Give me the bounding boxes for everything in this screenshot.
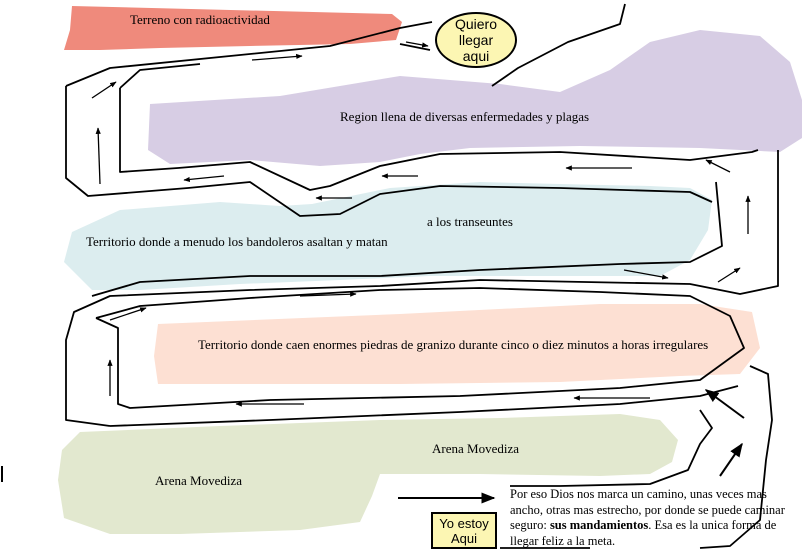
arrow-mid-1 [299,291,357,297]
arrow-right-diagonal [704,389,745,419]
goal-oval: Quiero llegar aqui [435,12,517,68]
maze-wall-right-outer [65,150,779,427]
note-text-after: . Esa es la unica forma de llegar feliz … [510,518,777,548]
hail-territory-region [154,304,760,384]
arrow-mid-2 [623,269,669,280]
explanation-note: Por eso Dios nos marca un camino, unas v… [510,487,802,549]
note-text-before: Por eso Dios nos marca un camino, unas v… [510,487,785,532]
radioactive-terrain-region [64,6,402,50]
disease-region-label: Region llena de diversas enfermedades y … [340,109,590,124]
maze-wall-start-bend [510,409,713,487]
maze-wall-left-inner [119,63,201,89]
bandit-territory-region [64,182,712,290]
quicksand-label-right: Arena Movediza [432,441,519,456]
disease-region [148,30,802,166]
radioactive-terrain-label: Terreno con radioactividad [130,12,270,27]
path-arrows [91,41,751,504]
maze-wall-middle-inner [95,287,745,409]
arrow-left-upright [109,307,147,321]
arrow-left-upright-2 [91,81,117,99]
quicksand-label-left: Arena Movediza [155,473,242,488]
hail-territory-label: Territorio donde caen enormes piedras de… [198,337,709,352]
arrow-top-right [251,53,303,61]
note-emphasis: sus mandamientos [549,518,649,532]
maze-wall-right-inner [91,181,723,297]
maze-wall-left-inner-vertical [119,88,759,191]
arrow-bottom-right-up [719,442,743,477]
start-text: Yo estoy Aqui [439,515,489,546]
maze-wall-left-outer [65,86,713,217]
maze-wall-top-inner [399,43,431,51]
arrow-right-diag-2 [705,159,731,173]
arrow-goal [405,41,429,48]
goal-text: Quiero llegar aqui [454,16,498,64]
arrow-left-up-2 [95,127,101,185]
arrow-top-4 [183,175,225,183]
maze-wall-goal-right [491,3,626,87]
start-box: Yo estoy Aqui [431,512,497,549]
quicksand-region-right [58,414,678,534]
maze-wall-lower-right [699,365,773,549]
bandit-territory-label-line2: Territorio donde a menudo los bandoleros… [86,234,388,249]
arrow-right-up-1 [717,267,741,283]
bandit-territory-label-line1: a los transeuntes [427,214,513,229]
maze-wall-outer-top [65,21,433,87]
